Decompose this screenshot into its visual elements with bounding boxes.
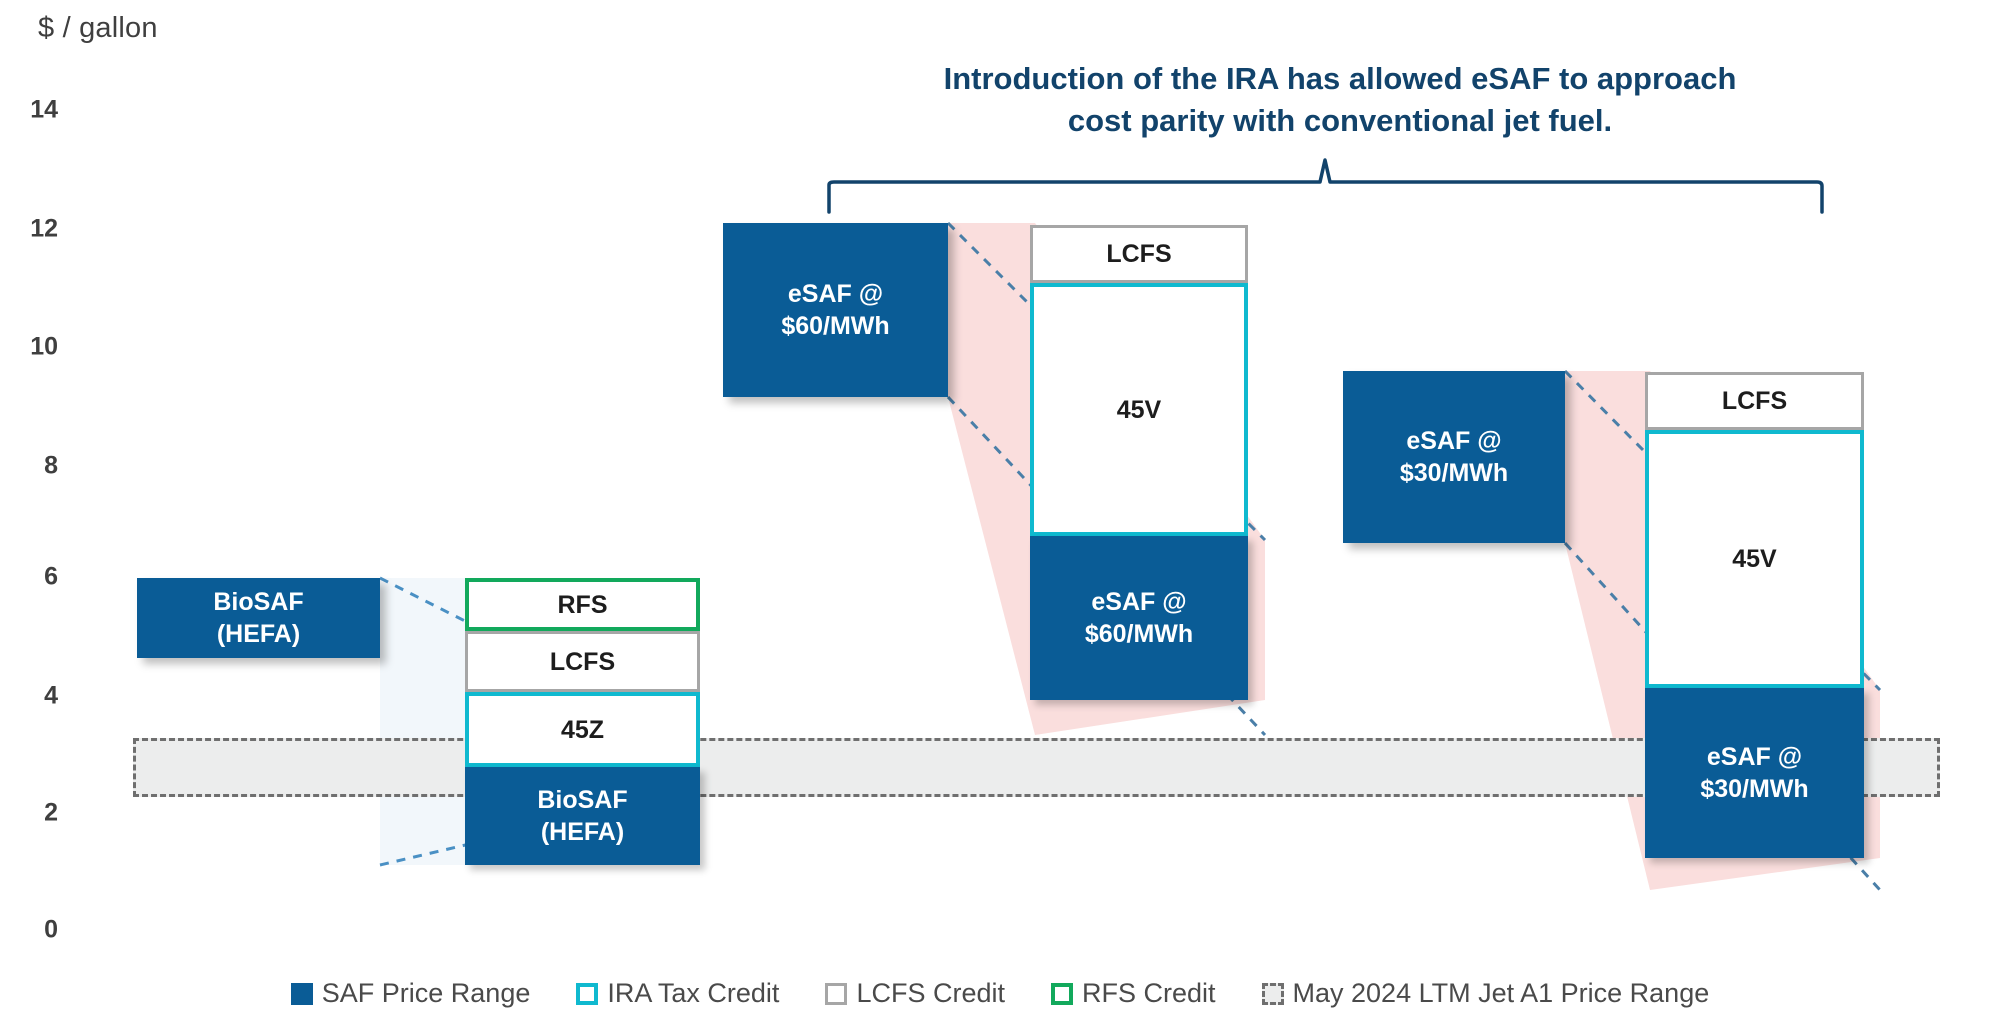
y-tick-14: 14: [30, 95, 58, 124]
bar-g2-45v-credit[interactable]: 45V: [1030, 283, 1248, 536]
legend-item-saf-price-range[interactable]: SAF Price Range: [290, 978, 531, 1009]
y-tick-0: 0: [44, 915, 58, 944]
outline-square-swatch-icon: [1050, 982, 1073, 1005]
y-tick-8: 8: [44, 451, 58, 480]
outline-square-swatch-icon: [576, 982, 599, 1005]
jet-fuel-price-range-band: [133, 738, 1940, 797]
bar-g1-45z-credit[interactable]: 45Z: [465, 692, 700, 767]
dashed-square-swatch-icon: [1261, 982, 1284, 1005]
bar-g1-net-biosaf[interactable]: BioSAF (HEFA): [465, 767, 700, 865]
bar-g1-gross-biosaf[interactable]: BioSAF (HEFA): [137, 578, 380, 658]
legend-label: RFS Credit: [1081, 978, 1216, 1008]
chart-legend: SAF Price Range IRA Tax Credit LCFS Cred…: [0, 978, 2000, 1009]
bar-g3-net-esaf30[interactable]: eSAF @ $30/MWh: [1645, 688, 1864, 858]
outline-square-swatch-icon: [825, 982, 848, 1005]
y-tick-6: 6: [44, 562, 58, 591]
legend-item-rfs-credit[interactable]: RFS Credit: [1050, 978, 1216, 1009]
legend-label: May 2024 LTM Jet A1 Price Range: [1292, 978, 1710, 1008]
annotation-title: Introduction of the IRA has allowed eSAF…: [943, 61, 1737, 138]
bar-g3-gross-esaf30[interactable]: eSAF @ $30/MWh: [1343, 371, 1565, 543]
bar-g3-lcfs-credit[interactable]: LCFS: [1645, 372, 1864, 430]
wedge-group1-top-leader: [379, 576, 701, 742]
y-tick-12: 12: [30, 214, 58, 243]
bar-g2-lcfs-credit[interactable]: LCFS: [1030, 225, 1248, 283]
y-tick-2: 2: [44, 798, 58, 827]
filled-square-swatch-icon: [290, 982, 313, 1005]
bar-g2-net-esaf60[interactable]: eSAF @ $60/MWh: [1030, 536, 1248, 700]
legend-label: LCFS Credit: [856, 978, 1005, 1008]
legend-label: SAF Price Range: [321, 978, 531, 1008]
bar-g1-lcfs-credit[interactable]: LCFS: [465, 631, 700, 692]
legend-item-lcfs-credit[interactable]: LCFS Credit: [825, 978, 1005, 1009]
legend-item-jet-a1-price-range[interactable]: May 2024 LTM Jet A1 Price Range: [1261, 978, 1710, 1009]
y-tick-4: 4: [44, 681, 58, 710]
legend-item-ira-tax-credit[interactable]: IRA Tax Credit: [576, 978, 779, 1009]
bar-g3-45v-credit[interactable]: 45V: [1645, 430, 1864, 688]
legend-label: IRA Tax Credit: [607, 978, 780, 1008]
bar-g2-gross-esaf60[interactable]: eSAF @ $60/MWh: [723, 223, 948, 397]
y-axis-unit-label: $ / gallon: [38, 12, 158, 44]
bar-g1-rfs-credit[interactable]: RFS: [465, 578, 700, 631]
y-tick-10: 10: [30, 332, 58, 361]
